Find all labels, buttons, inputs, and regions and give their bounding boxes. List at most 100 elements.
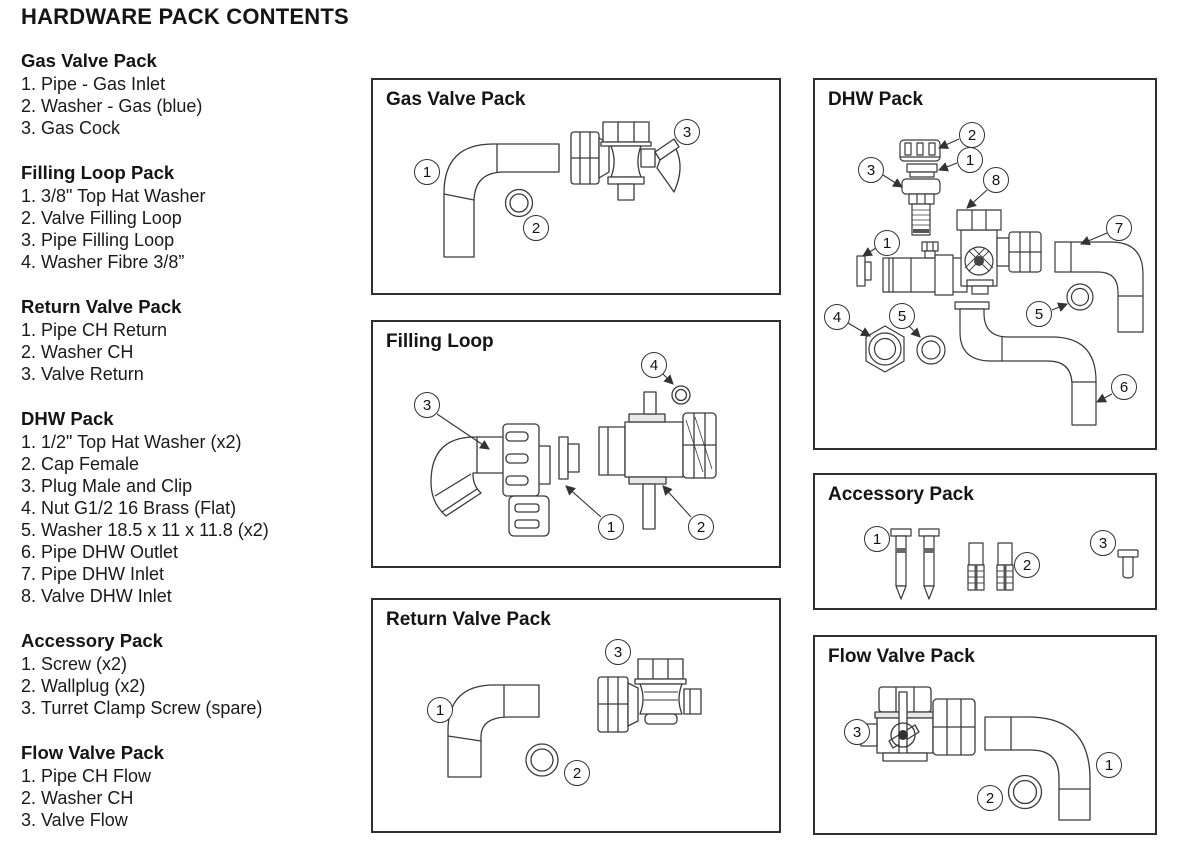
callout-3: 3 (1090, 530, 1116, 556)
callout-number: 1 (882, 234, 892, 252)
pack-item: Washer 18.5 x 11 x 11.8 (x2) (21, 519, 361, 541)
callout-4: 4 (824, 304, 850, 330)
ch-washer-drawing (525, 743, 559, 777)
pack-item: Pipe Filling Loop (21, 229, 361, 251)
flow-valve-drawing (860, 686, 976, 762)
pack-item: Valve DHW Inlet (21, 585, 361, 607)
cap-female-drawing (899, 139, 941, 162)
callout-number: 1 (872, 530, 882, 548)
callout-2: 2 (959, 122, 985, 148)
pack-section-flow-valve: Flow Valve Pack Pipe CH Flow Washer CH V… (21, 742, 361, 831)
flow-valve-diagram (860, 686, 1091, 821)
pack-item: 1/2" Top Hat Washer (x2) (21, 431, 361, 453)
pack-heading: DHW Pack (21, 408, 114, 429)
callout-3: 3 (858, 157, 884, 183)
leader-lines (847, 138, 1113, 403)
pack-items: Pipe CH Return Washer CH Valve Return (21, 319, 361, 385)
screw-drawing (890, 528, 940, 600)
pack-item: Washer - Gas (blue) (21, 95, 361, 117)
callout-3: 3 (674, 119, 700, 145)
callout-number: 8 (991, 171, 1001, 189)
callout-1: 1 (427, 697, 453, 723)
callout-number: 2 (696, 518, 706, 536)
callout-4: 4 (641, 352, 667, 378)
callout-number: 1 (435, 701, 445, 719)
callout-number: 1 (606, 518, 616, 536)
callout-1b: 1 (874, 230, 900, 256)
tophat-washer-top-drawing (906, 163, 938, 178)
pack-item: Turret Clamp Screw (spare) (21, 697, 361, 719)
accessory-diagram (890, 528, 1139, 600)
pack-heading: Filling Loop Pack (21, 162, 175, 183)
pipe-dhw-outlet-drawing (954, 301, 1097, 426)
pack-item: Nut G1/2 16 Brass (Flat) (21, 497, 361, 519)
callout-number: 3 (422, 396, 432, 414)
ch-washer-drawing (1007, 774, 1043, 810)
pack-heading: Accessory Pack (21, 630, 163, 651)
callout-1: 1 (1096, 752, 1122, 778)
valve-filling-loop-drawing (598, 391, 717, 530)
pack-item: Valve Filling Loop (21, 207, 361, 229)
ch-return-pipe-drawing (447, 684, 540, 778)
return-valve-diagram (447, 658, 702, 778)
pack-items: Pipe CH Flow Washer CH Valve Flow (21, 765, 361, 831)
callout-number: 5 (1034, 305, 1044, 323)
top-hat-washer-drawing (558, 436, 580, 480)
panel-accessory: Accessory Pack 1 2 3 (813, 473, 1157, 610)
pack-item: Washer CH (21, 787, 361, 809)
callout-1: 1 (957, 147, 983, 173)
callout-1: 1 (414, 159, 440, 185)
panel-title: Gas Valve Pack (386, 89, 526, 110)
callout-number: 1 (965, 151, 975, 169)
turret-clamp-screw-drawing (1117, 549, 1139, 579)
pack-items: 3/8" Top Hat Washer Valve Filling Loop P… (21, 185, 361, 273)
gas-washer-drawing (504, 188, 534, 218)
pack-item: Pipe CH Return (21, 319, 361, 341)
dhw-diagram (847, 138, 1144, 426)
pipe-dhw-inlet-drawing (1054, 241, 1144, 333)
pack-items: Screw (x2) Wallplug (x2) Turret Clamp Sc… (21, 653, 361, 719)
pack-heading: Return Valve Pack (21, 296, 182, 317)
pack-items: 1/2" Top Hat Washer (x2) Cap Female Plug… (21, 431, 361, 607)
callout-5a: 5 (889, 303, 915, 329)
callout-number: 5 (897, 307, 907, 325)
return-valve-drawing (597, 658, 702, 733)
gas-cock-drawing (570, 121, 681, 201)
callout-number: 7 (1114, 219, 1124, 237)
pack-item: Pipe DHW Outlet (21, 541, 361, 563)
callout-number: 3 (866, 161, 876, 179)
callout-number: 3 (1098, 534, 1108, 552)
washer-right-drawing (1066, 283, 1094, 311)
pack-items: Pipe - Gas Inlet Washer - Gas (blue) Gas… (21, 73, 361, 139)
pack-heading: Gas Valve Pack (21, 50, 157, 71)
ch-flow-pipe-drawing (984, 716, 1091, 821)
callout-6: 6 (1111, 374, 1137, 400)
callout-number: 1 (1104, 756, 1114, 774)
filling-loop-diagram (430, 373, 717, 537)
pipe-filling-loop-drawing (430, 423, 551, 537)
wallplug-drawing (967, 542, 1014, 591)
callout-7: 7 (1106, 215, 1132, 241)
valve-dhw-inlet-drawing (956, 209, 1042, 295)
panel-title: Filling Loop (386, 331, 494, 352)
callout-1: 1 (598, 514, 624, 540)
callout-number: 3 (613, 643, 623, 661)
gas-inlet-pipe-drawing (443, 143, 560, 258)
callout-2: 2 (977, 785, 1003, 811)
callout-number: 3 (852, 723, 862, 741)
pack-item: Pipe DHW Inlet (21, 563, 361, 585)
callout-3: 3 (844, 719, 870, 745)
callout-2: 2 (564, 760, 590, 786)
pack-item: 3/8" Top Hat Washer (21, 185, 361, 207)
gas-valve-diagram (443, 121, 681, 258)
callout-2: 2 (688, 514, 714, 540)
panel-flow-valve: Flow Valve Pack 3 1 2 (813, 635, 1157, 835)
pack-item: Valve Return (21, 363, 361, 385)
panel-filling-loop: Filling Loop 3 1 2 4 (371, 320, 781, 568)
callout-number: 4 (832, 308, 842, 326)
pack-item: Screw (x2) (21, 653, 361, 675)
panel-title: Return Valve Pack (386, 609, 551, 630)
callout-number: 2 (985, 789, 995, 807)
page-title: HARDWARE PACK CONTENTS (21, 4, 349, 29)
